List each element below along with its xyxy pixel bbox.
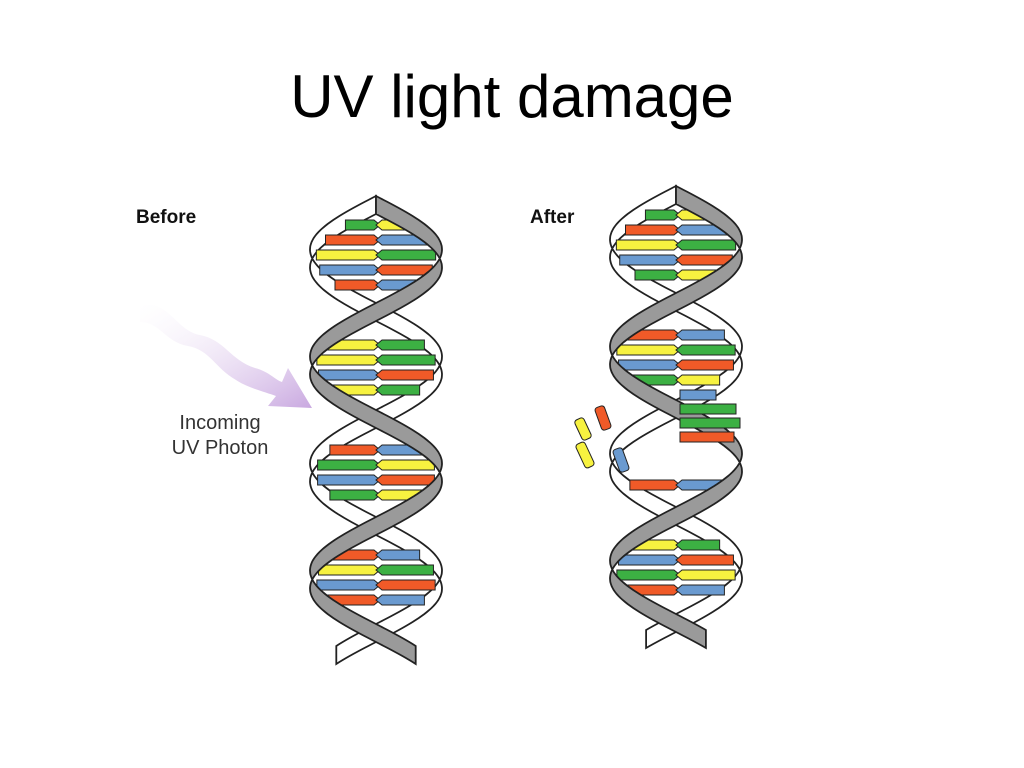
base-green [675,344,736,356]
base-yellow [575,441,595,469]
base-yellow [315,249,381,261]
base-yellow [316,354,381,366]
base-red [375,369,434,381]
base-green [644,209,681,221]
base-green [375,354,436,366]
base-red [675,359,734,371]
photon-label: Incoming UV Photon [150,411,290,461]
base-red [594,405,612,431]
base-blue [618,554,681,566]
base-green [679,417,741,429]
base-yellow [675,569,736,581]
base-blue [316,579,381,591]
base-pair [327,339,425,351]
base-blue [675,584,725,596]
base-pair [615,239,737,251]
base-pair [616,569,736,581]
base-yellow [615,239,681,251]
backbone-strand-light [309,194,443,666]
base-blue [612,447,630,473]
base-red [375,579,436,591]
base-pair [327,594,425,606]
base-pair [324,234,428,246]
base-red [675,554,734,566]
base-pair [624,224,728,236]
base-green [344,219,381,231]
base-pair [329,489,423,501]
damaged-region [574,389,741,473]
backbone-strand-dark [309,194,443,666]
base-green [375,384,421,396]
base-pair [317,459,435,471]
base-blue [317,474,381,486]
base-pair [329,444,423,456]
page-title: UV light damage [290,63,734,130]
base-pair [618,359,734,371]
base-blue [319,264,381,276]
base-yellow [318,564,381,576]
base-green [675,239,737,251]
backbone-strand-dark [609,184,743,650]
base-pair [318,564,434,576]
base-red [629,479,681,491]
base-red [375,264,433,276]
base-blue [679,389,717,401]
photon-label-line2: UV Photon [171,437,269,459]
base-pair [629,479,723,491]
base-green [375,339,425,351]
photon-label-line1: Incoming [179,412,261,434]
base-pair [616,344,736,356]
base-red [324,234,381,246]
before-label: Before [136,207,197,228]
base-blue [375,549,421,561]
base-green [675,539,721,551]
base-red [329,444,381,456]
base-yellow [574,417,592,441]
base-red [334,279,381,291]
base-green [634,269,681,281]
base-red [679,431,735,443]
base-green [375,249,437,261]
base-blue [675,329,725,341]
base-blue [318,369,381,381]
base-yellow [675,374,721,386]
base-pair [618,554,734,566]
base-pair [317,474,435,486]
base-green [329,489,381,501]
base-blue [618,359,681,371]
base-green [317,459,381,471]
base-pair [319,264,433,276]
base-yellow [616,344,681,356]
base-blue [375,594,425,606]
base-green [616,569,681,581]
base-green [679,403,737,415]
base-red [675,254,733,266]
base-yellow [375,459,435,471]
base-red [375,474,435,486]
base-blue [619,254,681,266]
uv-photon-arrow [140,304,312,408]
base-pair [627,329,725,341]
base-pair [316,354,436,366]
base-pair [318,369,434,381]
base-pair [315,249,437,261]
dna-helix-before [309,194,443,666]
base-pair [627,584,725,596]
after-label: After [530,207,575,228]
dna-helix-after [574,184,743,650]
base-green [375,564,434,576]
base-pair [619,254,733,266]
base-red [624,224,681,236]
base-pair [316,579,436,591]
